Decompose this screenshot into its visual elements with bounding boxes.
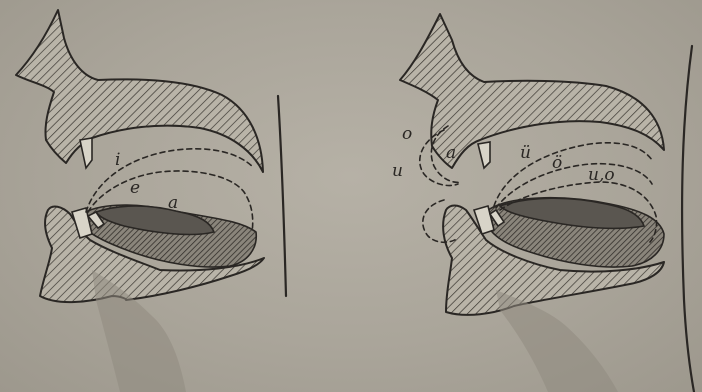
right-pharynx-wall	[682, 46, 694, 392]
right-label-u: u	[392, 161, 403, 181]
right-jaw-soft-tissue	[496, 290, 618, 392]
right-label-o: o	[402, 124, 412, 144]
left-label-i: i	[115, 150, 120, 170]
left-pharynx-wall	[278, 96, 286, 296]
right-label-u-o: u,o	[588, 165, 615, 185]
left-upper-tooth	[80, 138, 92, 168]
left-nose-palate	[16, 10, 263, 172]
right-label-o-umlaut: ö	[552, 153, 562, 173]
right-tongue-position-u-umlaut	[494, 143, 652, 206]
right-label-u-umlaut: ü	[520, 143, 531, 163]
right-diagram: o u a ü ö u,o	[392, 14, 694, 392]
left-label-a: a	[168, 193, 178, 213]
left-label-e: e	[130, 178, 140, 198]
left-diagram: i e a	[16, 10, 286, 392]
right-upper-tooth	[478, 142, 490, 168]
right-label-a: a	[446, 143, 456, 163]
